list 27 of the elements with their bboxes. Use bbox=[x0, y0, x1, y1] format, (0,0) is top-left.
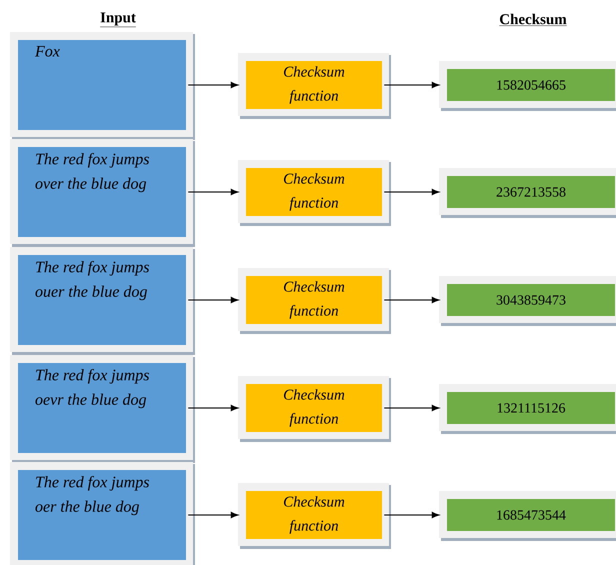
arrow bbox=[188, 82, 238, 88]
column-heading: Checksum bbox=[499, 14, 567, 26]
function-box: Checksum function bbox=[238, 482, 391, 549]
column-heading: Input bbox=[100, 12, 136, 28]
input-box: The red fox jumps oevr the blue dog bbox=[10, 355, 195, 463]
arrow bbox=[384, 82, 440, 88]
arrow bbox=[384, 512, 440, 518]
input-box: The red fox jumps over the blue dog bbox=[10, 139, 195, 247]
checksum-box: 1321115126 bbox=[439, 384, 616, 434]
function-box: Checksum function bbox=[238, 160, 391, 226]
checksum-box: 1685473544 bbox=[439, 490, 616, 541]
arrow bbox=[384, 404, 440, 412]
arrow bbox=[188, 404, 238, 412]
function-box: Checksum function bbox=[238, 376, 391, 442]
arrow bbox=[188, 188, 238, 196]
input-box: The red fox jumps oer the blue dog bbox=[10, 462, 195, 565]
checksum-box: 3043859473 bbox=[439, 276, 616, 326]
function-box: Checksum function bbox=[238, 268, 391, 334]
input-box: The red fox jumps ouer the blue dog bbox=[10, 247, 195, 355]
checksum-box: 2367213558 bbox=[439, 168, 616, 218]
function-box: Checksum function bbox=[238, 53, 391, 119]
arrow bbox=[384, 296, 440, 304]
arrow bbox=[188, 512, 238, 518]
checksum-box: 1582054665 bbox=[439, 61, 616, 111]
arrow bbox=[384, 188, 440, 196]
input-box: Fox bbox=[10, 32, 195, 140]
arrow bbox=[188, 296, 238, 304]
